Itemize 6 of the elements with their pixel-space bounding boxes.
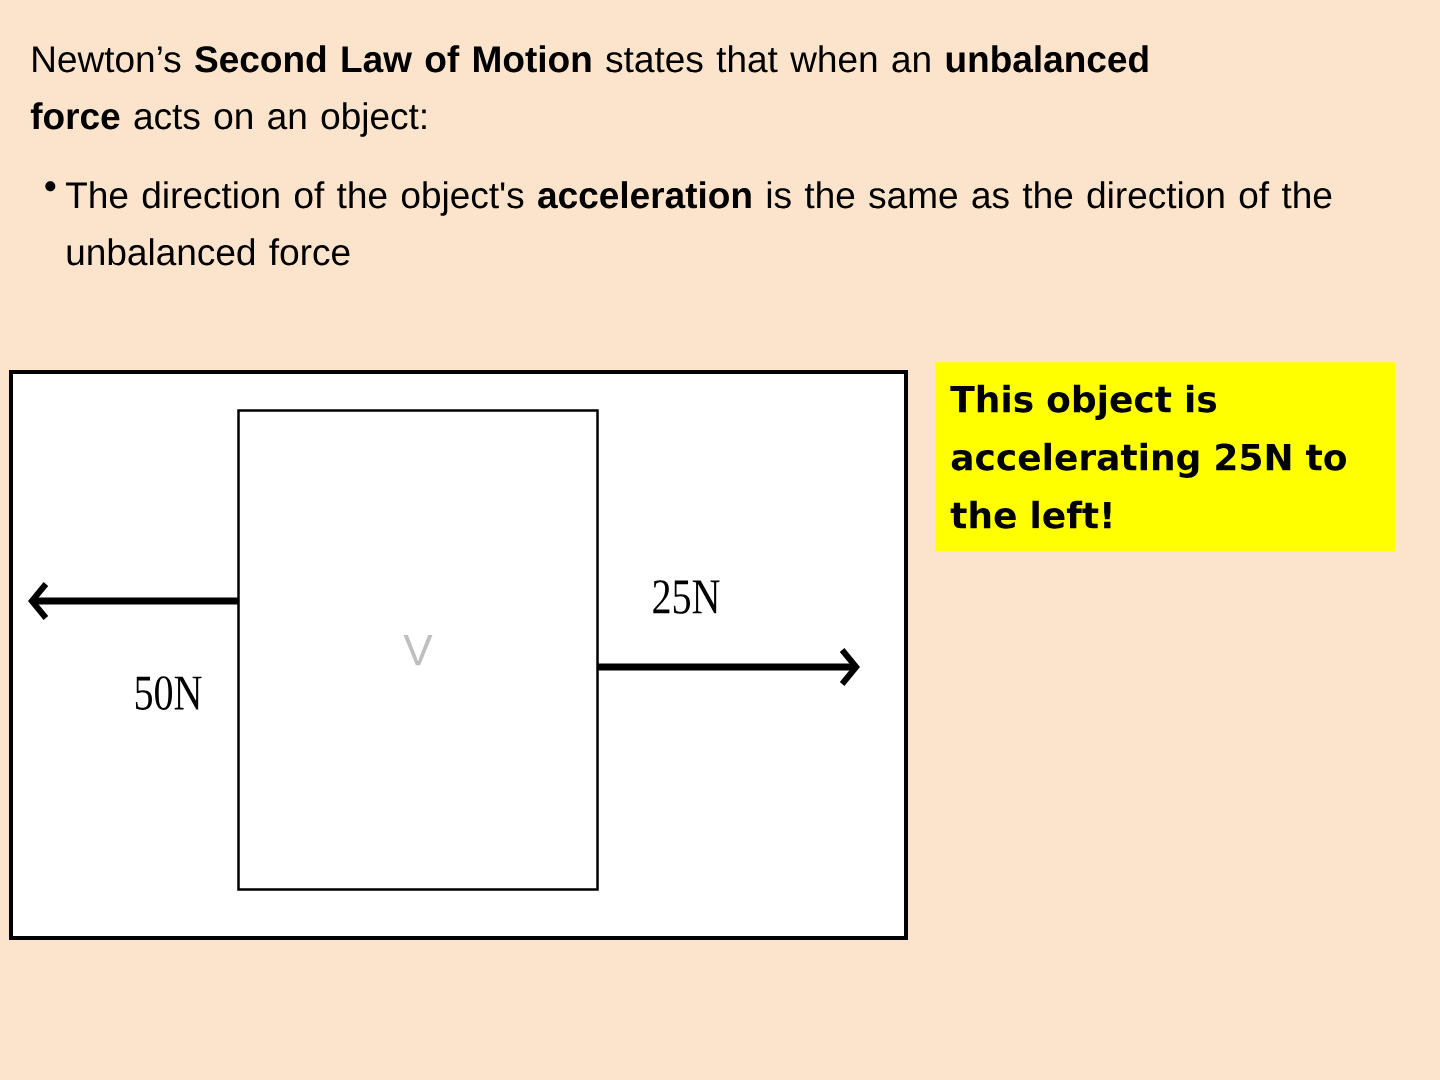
intro-text: Newton’s Second Law of Motion states that when an unbalanced force acts on an object: (30, 45, 1148, 137)
force-label: 25N (653, 580, 720, 614)
bullet-text: The direction of the object's acceleration is the same as the direction of the unbalanced force (66, 181, 1332, 266)
object-box: V (237, 409, 599, 891)
callout-box: This object is accelerating 25N to the left! (935, 362, 1396, 552)
bullet-marker: • (45, 181, 56, 192)
